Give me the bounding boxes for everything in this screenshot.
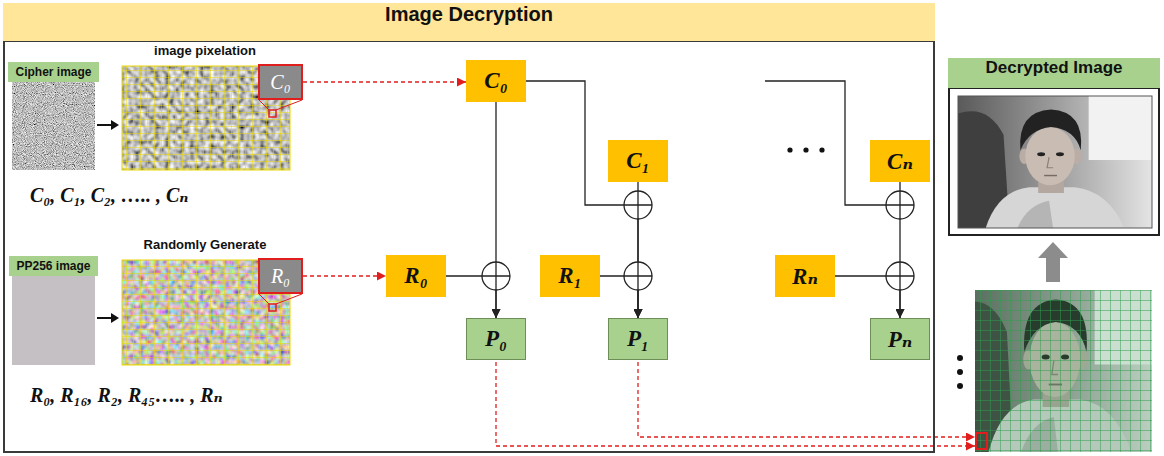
sequence-label: C₀, C₁, C₂, ….. , Cₙ bbox=[30, 183, 188, 207]
key-block: R₀ bbox=[386, 255, 446, 297]
face-photo bbox=[958, 96, 1152, 228]
block-symbol: Pₙ bbox=[888, 325, 913, 353]
pixel-symbol: C₀ bbox=[270, 71, 290, 94]
flow-arrowhead bbox=[111, 120, 119, 130]
zoom-arrow bbox=[303, 275, 386, 276]
xor-symbol bbox=[624, 262, 652, 290]
cipher-block: C₀ bbox=[466, 60, 526, 102]
xor-circle bbox=[886, 262, 914, 290]
zoom-line bbox=[259, 100, 269, 110]
zoom-line bbox=[276, 294, 302, 304]
image-tag: PP256 image bbox=[9, 256, 98, 276]
section-label: image pixelation bbox=[154, 43, 256, 58]
xor-plus bbox=[482, 262, 510, 290]
ellipsis-dot bbox=[819, 147, 824, 152]
ellipsis-dot bbox=[957, 383, 963, 389]
flow-arrow bbox=[97, 317, 113, 319]
xor-symbol bbox=[624, 191, 652, 219]
decrypted-photo bbox=[958, 96, 1152, 228]
key-block: Rₙ bbox=[775, 255, 835, 297]
section-label: Randomly Generate bbox=[144, 237, 267, 252]
photo-frame bbox=[958, 96, 1152, 228]
cipher-noise bbox=[12, 81, 95, 170]
panel-title: Image Decryption bbox=[3, 3, 935, 42]
xor-symbol bbox=[482, 262, 510, 290]
image-tag: Cipher image bbox=[8, 62, 99, 82]
ellipsis-dot bbox=[803, 147, 808, 152]
face-photo bbox=[975, 290, 1152, 452]
block-symbol: Rₙ bbox=[792, 262, 818, 290]
block-symbol: R₁ bbox=[558, 263, 581, 289]
panel-title: Decrypted Image bbox=[948, 58, 1160, 89]
xor-circle bbox=[482, 262, 510, 290]
plain-block: P₁ bbox=[608, 318, 668, 360]
block-symbol: P₁ bbox=[627, 326, 649, 352]
xor-plus bbox=[886, 262, 914, 290]
cipher-block: Cₙ bbox=[870, 140, 930, 182]
pixel-symbol: R₀ bbox=[271, 265, 290, 288]
xor-circle bbox=[886, 191, 914, 219]
plain-block: P₀ bbox=[466, 318, 526, 360]
block-symbol: R₀ bbox=[404, 263, 427, 289]
image-name: Cipher image bbox=[15, 65, 91, 79]
ellipsis-dot bbox=[957, 369, 963, 375]
flow-arrow bbox=[97, 124, 113, 126]
zoom-arrow bbox=[303, 81, 466, 82]
ellipsis-dot bbox=[787, 147, 792, 152]
cipher-block: C₁ bbox=[608, 140, 668, 182]
sequence-label: R₀, R₁₆, R₂, R₄₅….. , Rₙ bbox=[30, 383, 223, 407]
pixel-zoom: R₀ bbox=[258, 258, 303, 294]
pixel-image bbox=[975, 290, 1152, 452]
key-noise bbox=[12, 275, 95, 365]
plain-block: Pₙ bbox=[870, 318, 930, 360]
block-symbol: C₁ bbox=[626, 148, 649, 174]
xor-circle bbox=[624, 262, 652, 290]
image-name: PP256 image bbox=[16, 259, 90, 273]
xor-symbol bbox=[886, 262, 914, 290]
pixel-marker bbox=[269, 304, 276, 311]
xor-plus bbox=[624, 262, 652, 290]
block-symbol: P₀ bbox=[485, 326, 507, 352]
pixel-zoom: C₀ bbox=[258, 64, 303, 100]
chain-line bbox=[765, 81, 886, 205]
block-symbol: Cₙ bbox=[887, 147, 913, 175]
xor-symbol bbox=[886, 191, 914, 219]
output-link bbox=[496, 362, 975, 446]
zoom-line bbox=[259, 294, 269, 304]
zoom-line bbox=[276, 100, 302, 110]
output-panel: Decrypted Image bbox=[948, 58, 1160, 236]
pixel-grid bbox=[975, 290, 1152, 452]
xor-plus bbox=[624, 191, 652, 219]
key-block: R₁ bbox=[540, 255, 600, 297]
block-symbol: C₀ bbox=[484, 68, 507, 94]
xor-plus bbox=[886, 191, 914, 219]
ellipsis-dot bbox=[957, 355, 963, 361]
pixel-marker bbox=[976, 433, 987, 449]
pixel-marker bbox=[269, 110, 276, 117]
flow-arrowhead bbox=[111, 313, 119, 323]
xor-circle bbox=[624, 191, 652, 219]
xor-line bbox=[526, 81, 638, 318]
output-link bbox=[638, 362, 975, 437]
up-arrow bbox=[1038, 242, 1068, 282]
green-tint bbox=[975, 290, 1152, 452]
